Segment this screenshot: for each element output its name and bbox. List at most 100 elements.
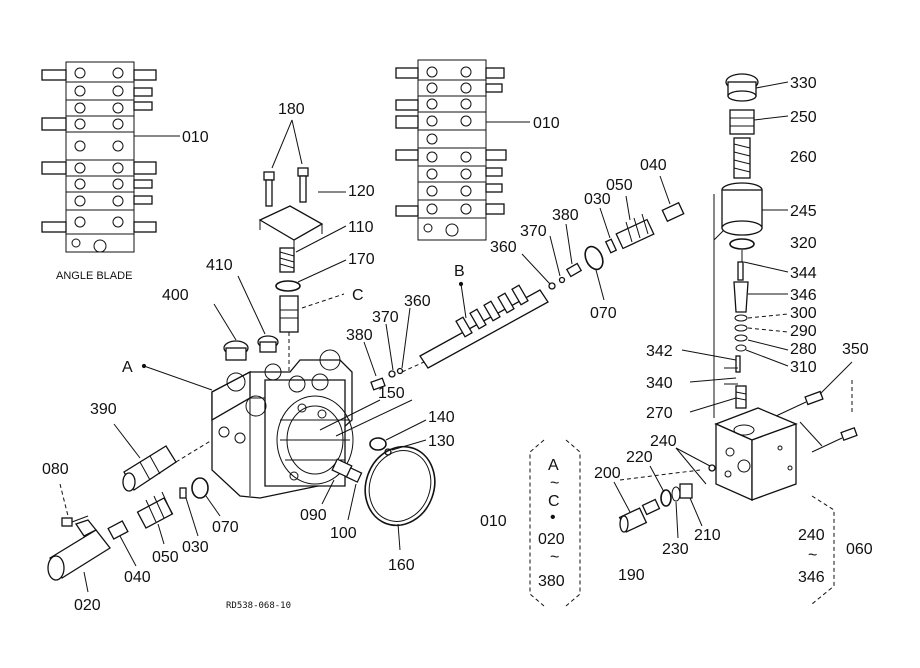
callout-080: 080	[42, 461, 69, 478]
ring-230	[671, 486, 681, 502]
callout-410: 410	[206, 257, 233, 274]
cap-410	[257, 335, 279, 353]
housing-020	[47, 519, 111, 581]
callout-320: 320	[790, 235, 817, 252]
cap-330	[725, 73, 759, 102]
housing-245	[721, 182, 763, 236]
callout-050-mid: 050	[606, 177, 633, 194]
range-tilde: ~	[808, 547, 817, 564]
cap-400	[223, 340, 249, 361]
callout-010-bottom: 010	[480, 513, 507, 530]
callout-220: 220	[626, 449, 653, 466]
drawing-code: RD538-068-10	[226, 601, 291, 611]
bracket-legend-left	[529, 439, 545, 607]
sleeve-C	[279, 295, 299, 333]
callout-090: 090	[300, 507, 327, 524]
bolts-350	[775, 390, 858, 453]
callout-180: 180	[278, 101, 305, 118]
ring-250	[729, 109, 755, 135]
oring-160	[364, 445, 436, 527]
callout-270: 270	[646, 405, 673, 422]
bolt-080	[61, 515, 89, 527]
callout-070-left: 070	[212, 519, 239, 536]
callout-346: 346	[790, 287, 817, 304]
spring-270	[735, 385, 747, 409]
ball-360-mid	[548, 282, 556, 290]
callout-120: 120	[348, 183, 375, 200]
callout-344: 344	[790, 265, 817, 282]
seat-380-mid	[565, 262, 583, 278]
spring-110	[279, 247, 295, 273]
range-240: 240	[798, 527, 825, 544]
legend-tilde-2: ~	[550, 549, 559, 566]
plate-120	[258, 205, 324, 250]
washer-030-mid	[604, 238, 618, 254]
callout-240: 240	[650, 433, 677, 450]
callout-310: 310	[790, 359, 817, 376]
oring-070-left	[191, 477, 209, 499]
oring-320	[729, 238, 755, 250]
spool-B	[419, 284, 549, 369]
callout-300: 300	[790, 305, 817, 322]
bolts-180	[263, 167, 309, 207]
ball-370-mid	[558, 276, 566, 284]
valve-block	[714, 407, 798, 502]
callout-010-right: 010	[533, 115, 560, 132]
washer-030-left	[179, 487, 187, 499]
ring-290	[734, 324, 748, 332]
callout-400: 400	[162, 287, 189, 304]
callout-340: 340	[646, 375, 673, 392]
legend-tilde-1: ~	[550, 475, 559, 492]
callout-350: 350	[842, 341, 869, 358]
callout-050-left: 050	[152, 549, 179, 566]
fitting-090	[331, 458, 363, 483]
pin-342	[735, 355, 741, 373]
callout-A: A	[122, 359, 133, 376]
bracket-legend-right	[565, 439, 581, 607]
bracket-240-346	[811, 495, 835, 605]
callout-330: 330	[790, 75, 817, 92]
callout-250: 250	[790, 109, 817, 126]
callout-160: 160	[388, 557, 415, 574]
callout-360-mid: 360	[490, 239, 517, 256]
callout-190: 190	[618, 567, 645, 584]
callout-342: 342	[646, 343, 673, 360]
legend-C: C	[548, 493, 560, 510]
plug-040-left	[107, 520, 129, 540]
legend-to: 380	[538, 573, 565, 590]
legend-A: A	[548, 457, 559, 474]
callout-380-left: 380	[346, 327, 373, 344]
callout-040-left: 040	[124, 569, 151, 586]
callout-200: 200	[594, 465, 621, 482]
callout-260: 260	[790, 149, 817, 166]
callout-100: 100	[330, 525, 357, 542]
callout-110: 110	[348, 219, 374, 236]
callout-060: 060	[846, 541, 873, 558]
oring-140	[369, 437, 387, 451]
oring-170	[275, 280, 301, 292]
right-valve-schematic	[395, 59, 530, 241]
legend-from: 020	[538, 531, 565, 548]
callout-030-left: 030	[182, 539, 209, 556]
callout-245: 245	[790, 203, 817, 220]
ring-300	[734, 314, 748, 322]
spring-050-left	[136, 491, 174, 529]
callout-390: 390	[90, 401, 117, 418]
callout-280: 280	[790, 341, 817, 358]
seat-210	[679, 483, 693, 499]
ring-280	[734, 334, 748, 342]
spring-050-mid	[615, 213, 655, 250]
left-valve-schematic	[41, 61, 180, 253]
callout-130: 130	[428, 433, 455, 450]
callout-290: 290	[790, 323, 817, 340]
valve-390	[122, 445, 177, 492]
poppet-346	[733, 281, 749, 313]
callout-170: 170	[348, 251, 375, 268]
callout-B: B	[454, 263, 465, 280]
range-346: 346	[798, 569, 825, 586]
callout-210: 210	[694, 527, 721, 544]
ring-310	[735, 344, 747, 352]
plug-040-mid	[661, 201, 685, 223]
callout-020: 020	[74, 597, 101, 614]
